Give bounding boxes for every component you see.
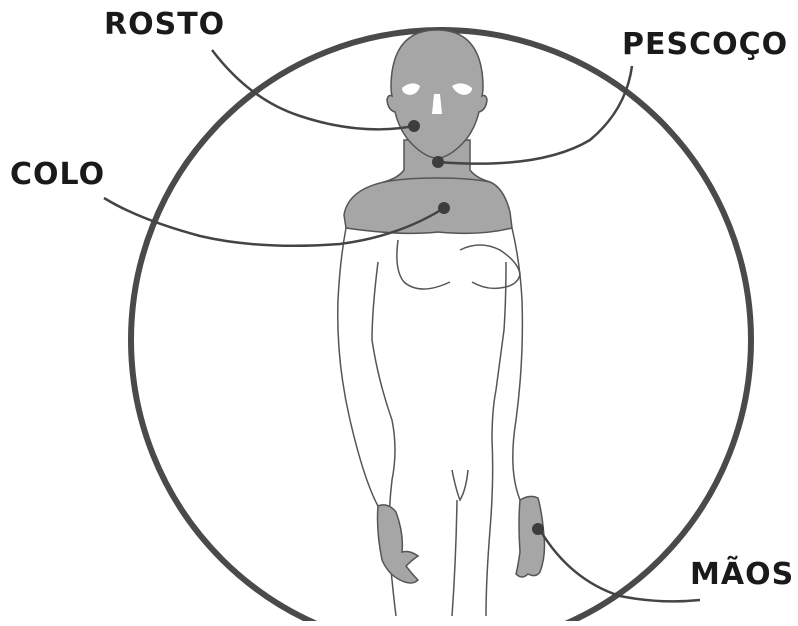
bust-outline: [397, 240, 520, 289]
left-hand: [378, 505, 419, 583]
dot-hands: [532, 523, 544, 535]
label-neck: PESCOÇO: [622, 30, 788, 60]
torso-outline: [338, 228, 523, 616]
label-hands: MÃOS: [690, 560, 794, 590]
dot-face: [408, 120, 420, 132]
label-chest: COLO: [10, 160, 105, 190]
dot-chest: [438, 202, 450, 214]
label-face: ROSTO: [104, 10, 225, 40]
dot-neck: [432, 156, 444, 168]
chest-area: [344, 178, 512, 233]
leader-line-face: [212, 50, 414, 129]
right-hand: [516, 496, 545, 577]
